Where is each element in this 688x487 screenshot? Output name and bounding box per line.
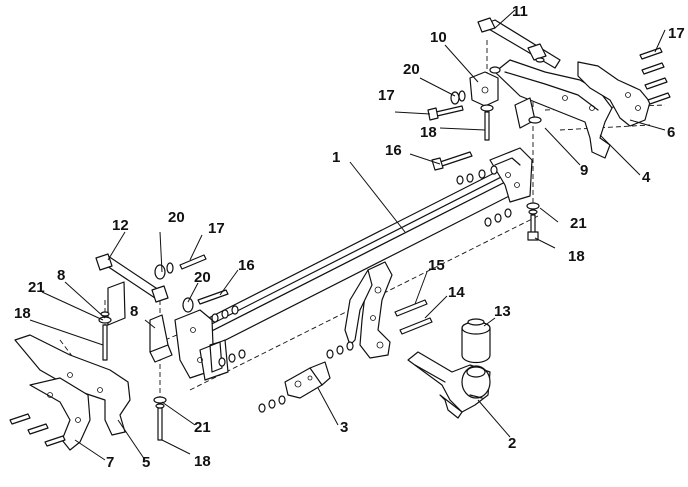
- washers-and-nuts: [98, 57, 545, 413]
- socket-plate: [284, 361, 331, 399]
- callout-7: 7: [106, 454, 114, 471]
- callout-3: 3: [340, 419, 348, 436]
- callout-17a: 17: [668, 25, 685, 42]
- left-bracket-8b: [149, 314, 173, 363]
- right-outer-bracket-6: [577, 61, 651, 127]
- callout-21a: 21: [570, 215, 587, 232]
- strap-11: [477, 17, 561, 69]
- callout-17c: 17: [208, 220, 225, 237]
- center-hitch-bracket: [344, 261, 393, 359]
- callout-15: 15: [428, 257, 445, 274]
- tow-ball: [407, 351, 491, 419]
- callout-20a: 20: [403, 61, 420, 78]
- callout-21c: 21: [194, 419, 211, 436]
- strap-12: [95, 253, 169, 303]
- callout-1: 1: [332, 149, 340, 166]
- callout-2: 2: [508, 435, 516, 452]
- callout-18b: 18: [568, 248, 585, 265]
- callout-labels: 1 2 3 4 5 6 7 8 8 9 10 11 12 13 14 15 16…: [14, 3, 685, 471]
- right-plate-9: [514, 97, 536, 129]
- callout-16b: 16: [238, 257, 255, 274]
- left-outer-bracket-7: [29, 377, 91, 451]
- callout-18d: 18: [194, 453, 211, 470]
- callout-13: 13: [494, 303, 511, 320]
- right-side-bracket-4: [494, 59, 613, 159]
- callout-14: 14: [448, 284, 465, 301]
- callout-18c: 18: [14, 305, 31, 322]
- callout-16a: 16: [385, 142, 402, 159]
- main-cross-beam: [174, 147, 533, 381]
- callout-18a: 18: [420, 124, 437, 141]
- callout-4: 4: [642, 169, 651, 186]
- callout-8b: 8: [130, 303, 138, 320]
- callout-5: 5: [142, 454, 150, 471]
- callout-10: 10: [430, 29, 447, 46]
- ball-cover: [461, 318, 491, 364]
- callout-20c: 20: [194, 269, 211, 286]
- callout-20b: 20: [168, 209, 185, 226]
- leader-lines: [29, 9, 666, 461]
- callout-9: 9: [580, 162, 588, 179]
- callout-11: 11: [512, 3, 528, 20]
- callout-12: 12: [112, 217, 129, 234]
- callout-8a: 8: [57, 267, 65, 284]
- callout-17b: 17: [378, 87, 395, 104]
- callout-6: 6: [667, 124, 675, 141]
- callout-21b: 21: [28, 279, 45, 296]
